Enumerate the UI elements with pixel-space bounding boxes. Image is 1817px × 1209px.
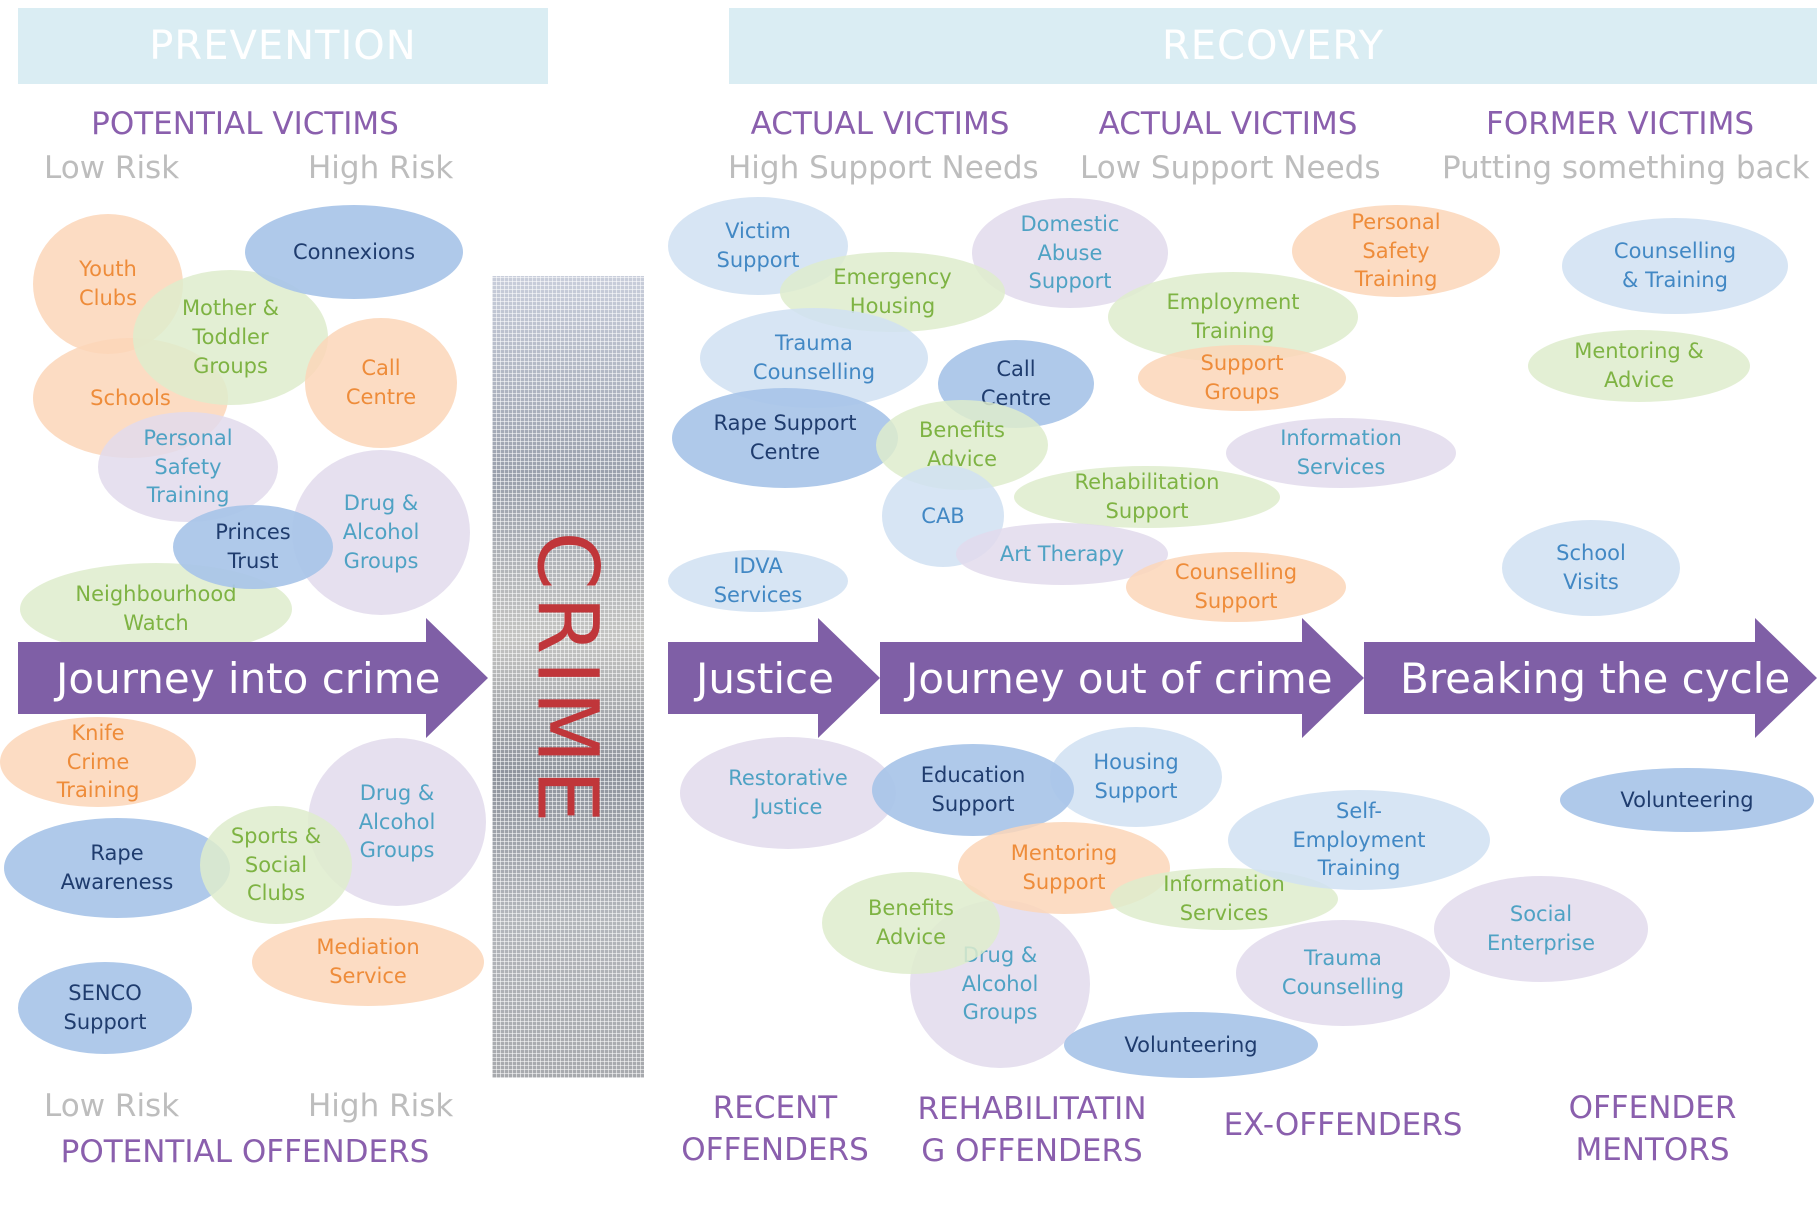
bubble-counselling-training: Counselling& Training [1562,218,1788,314]
arrow-shape [1364,618,1817,738]
subheading-low-risk-top: Low Risk [44,150,180,186]
arrow-shape [880,618,1364,738]
recovery-banner: RECOVERY [729,8,1817,84]
arrow-journey-out-of-crime: Journey out of crime [880,618,1364,738]
arrow-label-journey-out: Journey out of crime [906,653,1333,703]
bubble-volunteering-right: Volunteering [1560,768,1814,832]
subheading-low-risk-bottom: Low Risk [44,1088,180,1124]
arrow-breaking-the-cycle: Breaking the cycle [1364,618,1817,738]
subheading-high-risk-bottom: High Risk [308,1088,454,1124]
heading-potential-victims: POTENTIAL VICTIMS [91,106,399,142]
heading-offender-mentors: OFFENDER MENTORS [1568,1090,1737,1168]
prevention-banner: PREVENTION [18,8,548,84]
bubble-volunteering-bottom: Volunteering [1064,1012,1318,1078]
arrow-justice: Justice [668,618,880,738]
bubble-connexions: Connexions [245,205,463,299]
bubble-mentoring-advice: Mentoring &Advice [1528,330,1750,402]
crime-image-strip [492,276,644,1078]
arrow-label-breaking: Breaking the cycle [1400,653,1791,703]
arrow-label-journey-into: Journey into crime [56,653,441,703]
crime-label: CRIME [519,531,617,829]
subheading-low-support: Low Support Needs [1080,150,1381,186]
heading-actual-victims-low: ACTUAL VICTIMS [1098,106,1358,142]
arrow-shape [668,618,880,738]
heading-ex-offenders: EX-OFFENDERS [1223,1107,1463,1143]
heading-potential-offenders: POTENTIAL OFFENDERS [60,1134,430,1170]
heading-rehabilitating-offenders: REHABILITATIN G OFFENDERS [917,1091,1147,1170]
subheading-high-support: High Support Needs [728,150,1039,186]
arrow-journey-into-crime: Journey into crime [18,618,488,738]
heading-recent-offenders: RECENT OFFENDERS [681,1090,869,1168]
subheading-high-risk-top: High Risk [308,150,454,186]
heading-actual-victims-high: ACTUAL VICTIMS [750,106,1010,142]
heading-former-victims: FORMER VICTIMS [1486,106,1754,142]
arrow-shape [18,618,488,738]
subheading-putting-back: Putting something back [1442,150,1810,186]
arrow-label-justice: Justice [696,653,834,703]
